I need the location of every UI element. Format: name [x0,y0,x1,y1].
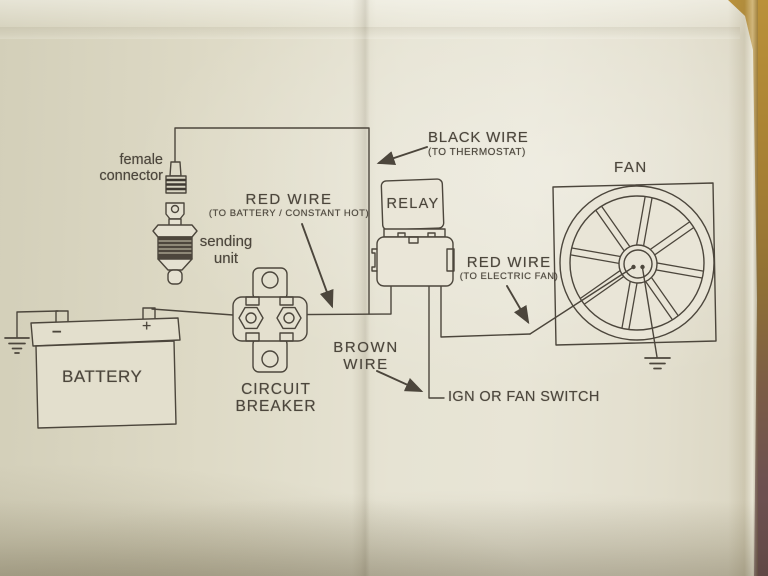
breaker-terminal-right [276,306,302,330]
sending-unit-symbol [152,202,198,285]
red-wire-battery-label: RED WIRE (TO BATTERY / CONSTANT HOT) [208,191,370,219]
circuit-breaker-label: CIRCUIT BREAKER [235,381,317,416]
battery-positive-sign: + [142,318,152,335]
fan-rim-inner [569,195,705,331]
paper-bottom-shadow [0,500,768,576]
battery-negative-sign: – [52,321,62,340]
relay-connector-base [376,236,454,287]
battery-symbol [30,307,181,429]
sending-unit-label: sending unit [199,233,253,267]
battery-body [35,340,177,429]
black-wire-label: BLACK WIRE (TO THERMOSTAT) [428,129,529,158]
fan-ground-symbol [644,357,671,370]
brown-wire-label: BROWN WIRE [333,339,399,373]
battery-ground-wire [16,310,59,338]
brown-wire [428,285,445,399]
fan-symbol [552,182,717,346]
breaker-terminal-left [238,306,264,330]
relay-flange [383,228,446,238]
circuit-breaker-symbol [232,267,308,373]
paper-right-edge-shadow [728,0,758,576]
fan-hub-inner [623,249,653,279]
black-wire [174,127,370,315]
brown-wire-arrow [376,370,424,393]
ign-or-fan-switch-label: IGN OR FAN SWITCH [448,389,600,405]
red-wire-battery-segment [151,285,392,316]
relay-label: RELAY [386,196,440,212]
battery-cap [30,317,181,347]
battery-label: BATTERY [62,367,143,386]
breaker-top-hole [261,271,279,289]
sending-unit-hex-nut [152,224,198,238]
black-wire-arrow [376,146,428,165]
female-connector-symbol [165,161,187,194]
battery-ground-symbol [4,337,30,354]
red-wire-battery-arrow [301,223,334,309]
red-wire-fan-diagonal [529,266,635,335]
red-wire-fan-segment [440,285,531,338]
red-wire-fan-label: RED WIRE (TO ELECTRIC FAN) [459,254,559,282]
fan-hub-terminal-right [640,264,645,270]
paper-fold-crease [352,0,376,576]
female-connector-label: female connector [99,152,163,185]
sending-unit-threads [157,236,193,260]
breaker-top-tab [252,267,288,301]
red-wire-fan-arrow [506,285,530,325]
fan-ground-wire [641,267,658,358]
fan-label: FAN [614,159,648,176]
relay-symbol [371,178,455,287]
breaker-bottom-hole [261,350,279,368]
fan-frame [552,182,717,346]
paper-top-crease [0,27,740,39]
